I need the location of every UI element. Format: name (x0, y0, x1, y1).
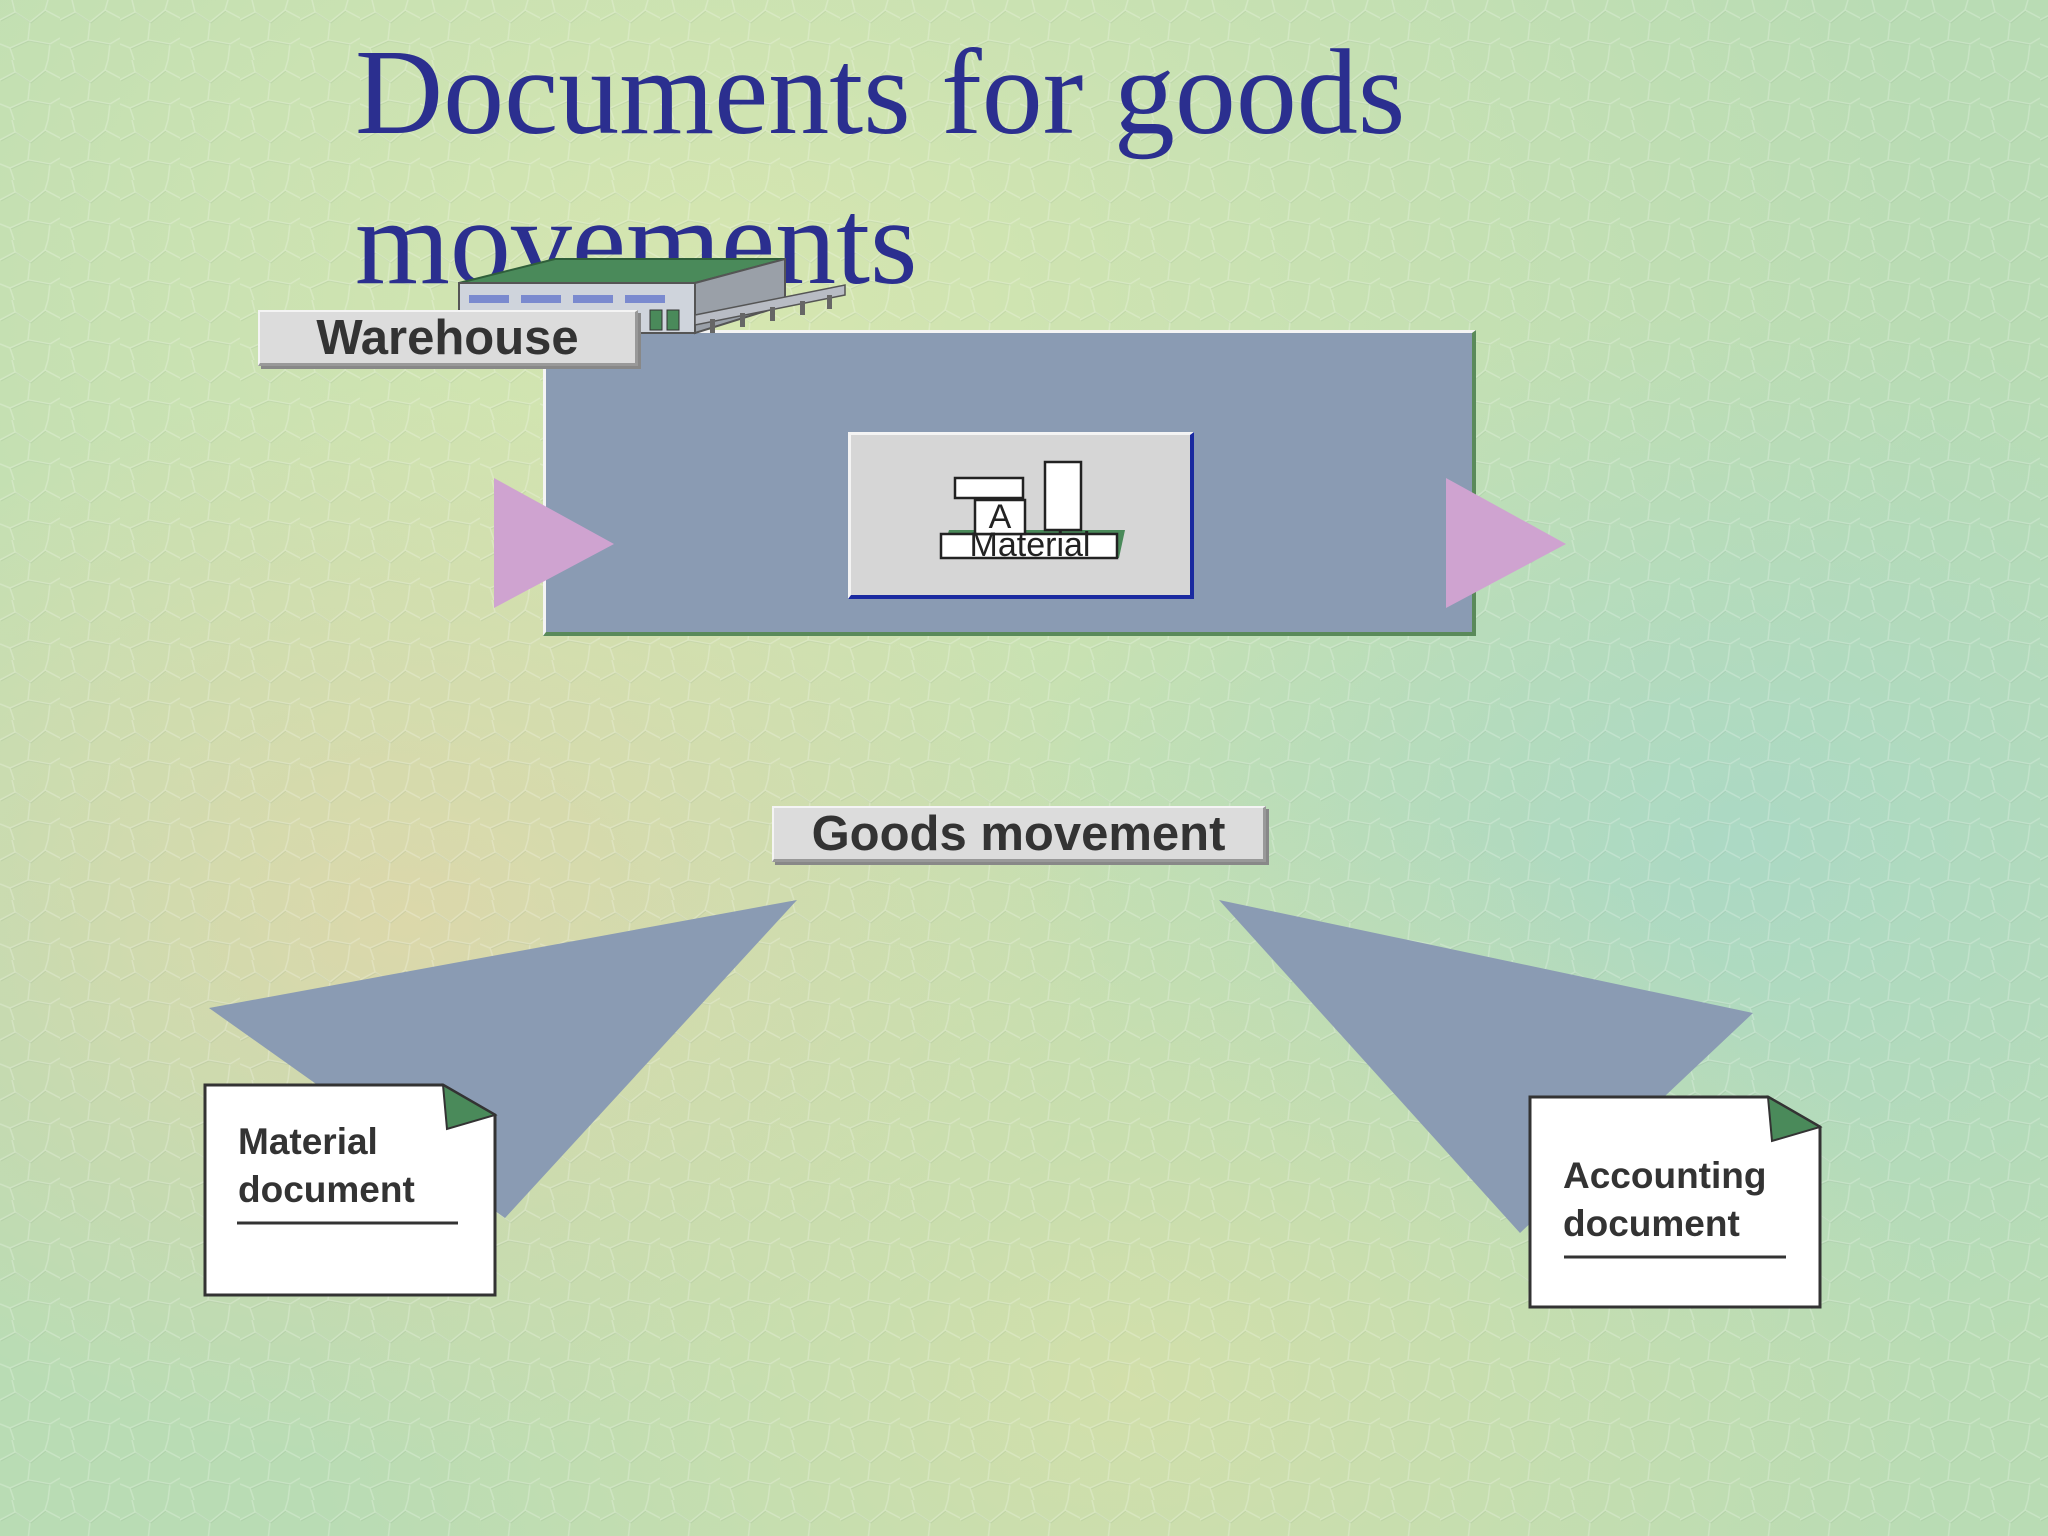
material-document-line2: document (238, 1169, 415, 1210)
material-document-icon (203, 1083, 498, 1297)
accounting-document-line1: Accounting (1563, 1155, 1767, 1196)
material-document-line1: Material (238, 1121, 378, 1162)
material-icon: A Material (939, 460, 1125, 563)
warehouse-label: Warehouse (258, 310, 638, 366)
accounting-document-pointer (1219, 900, 1753, 1233)
slide-title: Documents for goods movements (355, 25, 1406, 310)
material-letter: A (989, 498, 1012, 536)
material-document-pointer (209, 900, 797, 1218)
material-label: Material (970, 526, 1091, 563)
outbound-arrow (1446, 478, 1566, 608)
accounting-document-icon (1528, 1095, 1823, 1309)
accounting-document-line2: document (1563, 1203, 1740, 1244)
material-document-label: Material document (238, 1118, 415, 1214)
goods-movement-label: Goods movement (772, 806, 1266, 862)
accounting-document-label: Accounting document (1563, 1152, 1766, 1248)
inbound-arrow (494, 478, 614, 608)
